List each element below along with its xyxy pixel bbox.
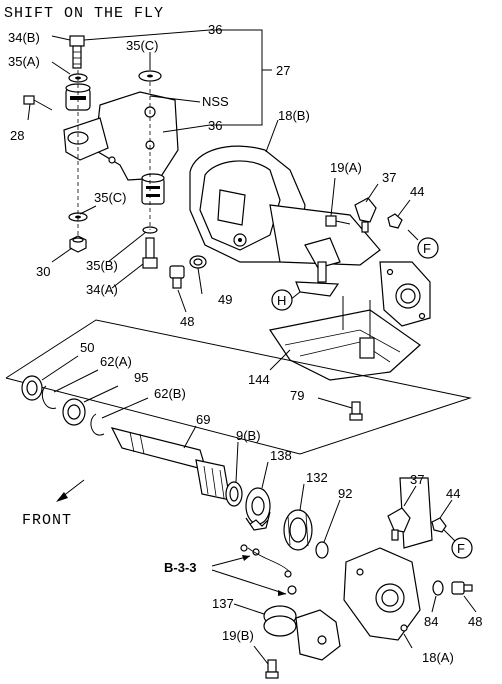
bolt-44-top: [387, 213, 403, 229]
callout-35c-top: 35(C): [126, 38, 159, 53]
callout-35a: 35(A): [8, 54, 40, 69]
callout-84: 84: [424, 614, 438, 629]
plug-48-top: [169, 265, 185, 289]
callout-b-3-3: B-3-3: [164, 560, 197, 575]
callout-19a: 19(A): [330, 160, 362, 175]
svg-text:F: F: [457, 541, 465, 556]
nut-30: [69, 235, 87, 253]
sleeve-132: [283, 509, 313, 551]
callout-44-lower: 44: [446, 486, 460, 501]
washer-84: [432, 580, 444, 596]
callout-144: 144: [248, 372, 270, 387]
callout-37-lower: 37: [410, 472, 424, 487]
sensor-37-top: [354, 197, 377, 233]
svg-text:F: F: [423, 241, 431, 256]
callout-49: 49: [218, 292, 232, 307]
callout-27: 27: [276, 63, 290, 78]
callout-18b: 18(B): [278, 108, 310, 123]
output-shaft-69: [110, 427, 231, 501]
bearing-95: [62, 398, 86, 426]
front-label: FRONT: [22, 512, 72, 529]
callout-18a: 18(A): [422, 650, 454, 665]
bushing-36-lower: [141, 173, 165, 205]
callout-28: 28: [10, 128, 24, 143]
gear-138: [245, 487, 271, 531]
detail-outline: [5, 319, 472, 455]
callout-138: 138: [270, 448, 292, 463]
seal-92: [315, 541, 329, 559]
callout-62a: 62(A): [100, 354, 132, 369]
group-bracket-27: [83, 29, 263, 126]
callout-9b: 9(B): [236, 428, 261, 443]
callout-37-top: 37: [382, 170, 396, 185]
snap-ring-62b: [90, 413, 105, 436]
bolt-28: [23, 95, 53, 111]
callout-69: 69: [196, 412, 210, 427]
housing-18a: [343, 477, 433, 641]
front-arrow-icon: [56, 479, 85, 502]
callout-35c-lower: 35(C): [94, 190, 127, 205]
actuator-137: [263, 605, 341, 661]
ref-circle-h: H: [271, 289, 293, 311]
bolt-34b: [69, 35, 85, 69]
callout-132: 132: [306, 470, 328, 485]
callout-44-top: 44: [410, 184, 424, 199]
washer-35c-top: [138, 70, 162, 82]
diagram-title: SHIFT ON THE FLY: [4, 5, 164, 22]
ref-circle-f-top: F: [417, 237, 439, 259]
mount-bracket: [63, 91, 179, 181]
bolt-19b: [265, 659, 279, 679]
plug-48-lower: [451, 581, 473, 595]
callout-36-lower: 36: [208, 118, 222, 133]
washer-49: [189, 255, 207, 269]
callout-34a: 34(A): [86, 282, 118, 297]
callout-50: 50: [80, 340, 94, 355]
transfer-housing-18b: [189, 145, 381, 266]
callout-19b: 19(B): [222, 628, 254, 643]
shift-rod-assembly: [295, 237, 341, 297]
callout-nss: NSS: [202, 94, 229, 109]
flange-plate: [379, 261, 431, 327]
sensor-37-lower: [387, 507, 411, 541]
needle-bearing-9b: [225, 481, 243, 507]
svg-text:H: H: [277, 293, 286, 308]
callout-92: 92: [338, 486, 352, 501]
callout-35b: 35(B): [86, 258, 118, 273]
bolt-79: [349, 401, 363, 421]
shift-fork-assembly: [240, 544, 297, 595]
bearing-50: [21, 375, 43, 401]
callout-79: 79: [290, 388, 304, 403]
bolt-44-lower: [431, 517, 447, 533]
callout-30: 30: [36, 264, 50, 279]
snap-ring-62a: [41, 385, 57, 409]
callout-36-top: 36: [208, 22, 222, 37]
bolt-34a: [142, 237, 158, 269]
ref-arrow-2: [211, 569, 287, 595]
callout-48-top: 48: [180, 314, 194, 329]
callout-137: 137: [212, 596, 234, 611]
callout-62b: 62(B): [154, 386, 186, 401]
callout-48-lower: 48: [468, 614, 482, 629]
callout-34b: 34(B): [8, 30, 40, 45]
ref-circle-f-lower: F: [451, 537, 473, 559]
callout-95: 95: [134, 370, 148, 385]
